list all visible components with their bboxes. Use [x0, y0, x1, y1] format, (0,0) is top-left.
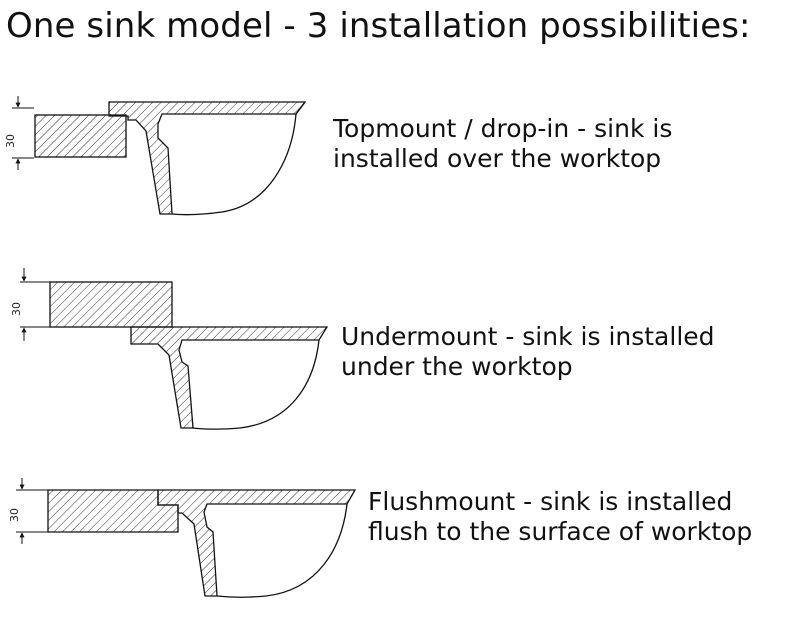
- flushmount-description: Flushmount - sink is installed flush to …: [368, 487, 752, 547]
- flushmount-sink-wall: [157, 489, 357, 597]
- topmount-description-line: installed over the worktop: [333, 144, 662, 173]
- flushmount-dimension: 30: [8, 478, 48, 544]
- flushmount-sink-bowl: [216, 503, 348, 598]
- flushmount-dimension-label: 30: [8, 508, 21, 522]
- undermount-description: Undermount - sink is installed under the…: [341, 322, 715, 382]
- topmount-sink-rim: [295, 101, 306, 115]
- topmount-sink-bowl: [171, 113, 297, 216]
- topmount-dimension-label: 30: [4, 134, 17, 148]
- undermount-sink-wall: [130, 326, 329, 429]
- undermount-dimension: 30: [10, 268, 50, 341]
- undermount-description-line: Undermount - sink is installed: [341, 322, 715, 351]
- undermount-diagram: 30: [10, 268, 329, 430]
- undermount-worktop: [49, 281, 173, 328]
- topmount-dimension: 30: [4, 96, 34, 170]
- undermount-sink-bowl: [192, 339, 320, 430]
- flushmount-description-line: flush to the surface of worktop: [368, 517, 753, 546]
- flushmount-diagram: 30: [8, 478, 357, 598]
- topmount-worktop: [34, 114, 127, 158]
- undermount-dimension-label: 30: [10, 302, 23, 316]
- topmount-description: Topmount / drop-in - sink is installed o…: [333, 114, 672, 174]
- topmount-sink-wall: [108, 101, 307, 215]
- page-title: One sink model - 3 installation possibil…: [6, 6, 751, 46]
- flushmount-description-line: Flushmount - sink is installed: [368, 487, 733, 516]
- topmount-description-line: Topmount / drop-in - sink is: [333, 114, 673, 143]
- topmount-diagram: 30: [4, 96, 307, 216]
- undermount-description-line: under the worktop: [341, 352, 573, 381]
